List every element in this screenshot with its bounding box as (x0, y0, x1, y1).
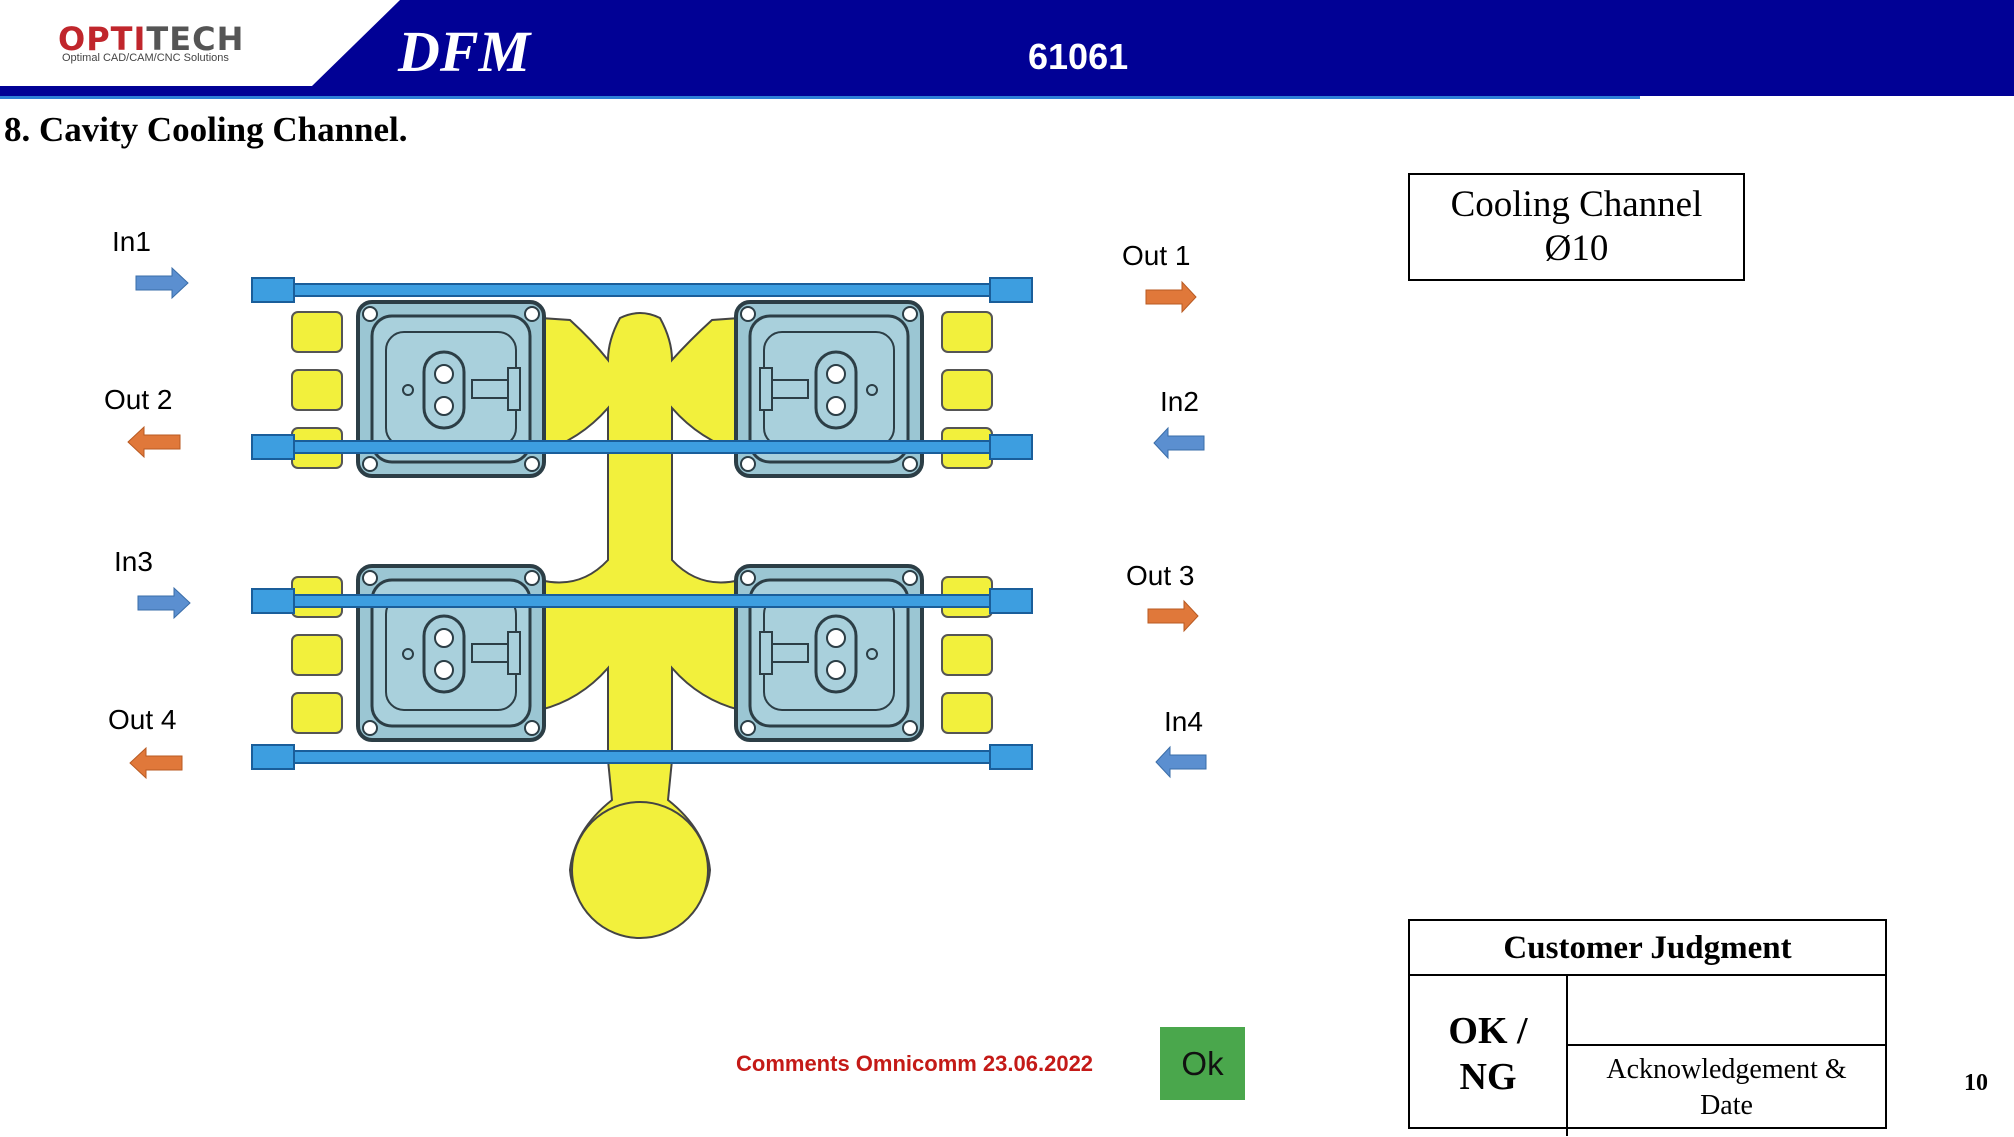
company-logo: OPTITECH (58, 20, 244, 58)
ng-option: NG (1459, 1056, 1517, 1098)
spec-line-1: Cooling Channel (1450, 184, 1703, 225)
label-out1: Out 1 (1122, 240, 1191, 271)
label-in4: In4 (1164, 706, 1203, 737)
signature-cell[interactable] (1568, 976, 1885, 1046)
header-accent-line (0, 96, 1640, 99)
logo-text-red: OPTI (58, 20, 147, 58)
arrow-left-icon (129, 746, 183, 780)
arrow-right-icon (137, 586, 191, 620)
arrow-right-icon (135, 266, 189, 300)
runner-system (539, 312, 741, 940)
section-title: 8. Cavity Cooling Channel. (4, 110, 408, 149)
arrow-left-icon (1153, 426, 1205, 460)
logo-text-grey: TECH (146, 20, 245, 58)
ack-line-1: Acknowledgement & (1606, 1054, 1847, 1085)
customer-judgment-table: Customer Judgment OK / NG Acknowledgemen… (1408, 919, 1887, 1136)
page-number: 10 (1964, 1070, 1988, 1096)
label-out4: Out 4 (108, 704, 177, 735)
arrow-left-icon (1155, 745, 1207, 779)
customer-comment: Comments Omnicomm 23.06.2022 (736, 1051, 1094, 1076)
cooling-channels (251, 277, 1033, 770)
label-in2: In2 (1160, 386, 1199, 417)
customer-judgment-title: Customer Judgment (1410, 921, 1885, 976)
label-out2: Out 2 (104, 384, 173, 415)
label-out3: Out 3 (1126, 560, 1195, 591)
logo-subtitle: Optimal CAD/CAM/CNC Solutions (62, 52, 229, 64)
acknowledgement-cell: Acknowledgement & Date (1568, 1046, 1885, 1137)
label-in1: In1 (112, 226, 151, 257)
ok-button[interactable]: Ok (1160, 1027, 1245, 1100)
arrow-left-icon (127, 425, 181, 459)
ok-ng-cell[interactable]: OK / NG (1410, 976, 1568, 1136)
arrow-right-icon (1145, 280, 1197, 314)
arrow-right-icon (1147, 599, 1199, 633)
cooling-channel-spec-box: Cooling Channel Ø10 (1408, 173, 1745, 281)
spec-line-2: Ø10 (1544, 228, 1609, 269)
document-title: DFM (398, 19, 531, 84)
label-in3: In3 (114, 546, 153, 577)
document-number: 61061 (1028, 36, 1129, 77)
ok-option: OK / (1448, 1010, 1528, 1052)
ack-line-2: Date (1700, 1090, 1753, 1121)
